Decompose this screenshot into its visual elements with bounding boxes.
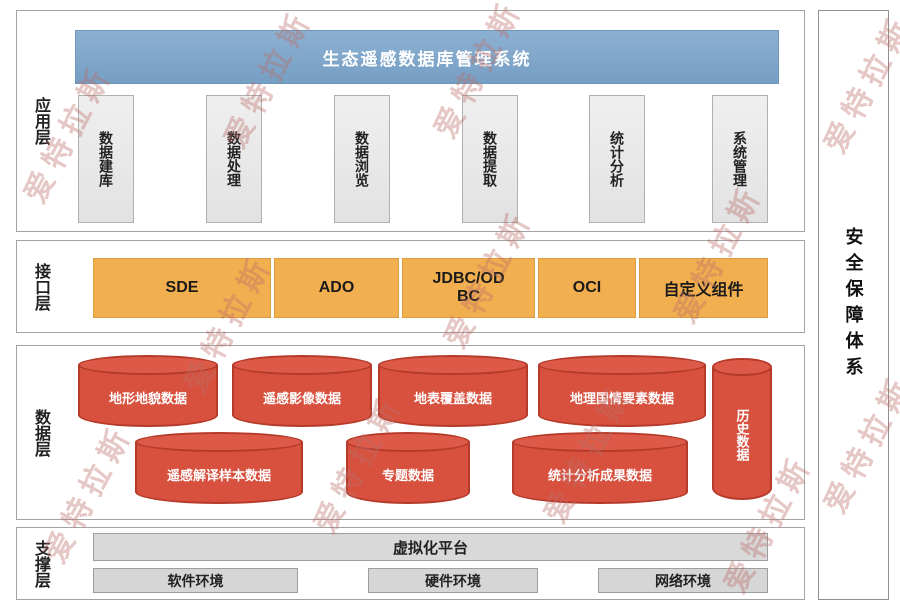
cylinder-cap [135, 432, 303, 452]
cylinder-cap [232, 355, 372, 375]
database-cylinder-statistics-results: 统计分析成果数据 [512, 432, 688, 504]
support-layer-label: 支撑层 [32, 539, 49, 588]
software-environment-box: 软件环境 [93, 568, 298, 593]
cylinder-cap [512, 432, 688, 452]
security-assurance-label: 安全保障体系 [843, 227, 864, 383]
interface-component-label: JDBC/ODBC [432, 270, 505, 305]
cylinder-label: 历史数据 [734, 409, 750, 461]
cylinder-label: 地表覆盖数据 [413, 390, 492, 406]
interface-component-jdbc-odbc: JDBC/ODBC [402, 258, 535, 318]
data-layer-label: 数据层 [32, 408, 49, 457]
hardware-environment-box: 硬件环境 [368, 568, 538, 593]
cylinder-body [78, 365, 218, 427]
interface-component-custom: 自定义组件 [639, 258, 768, 318]
cylinder-cap [538, 355, 706, 375]
cylinder-body [232, 365, 372, 427]
cylinder-body [346, 442, 470, 504]
module-data-building: 数据建库 [78, 95, 134, 223]
cylinder-cap [712, 358, 772, 376]
cylinder-body [712, 368, 772, 500]
cylinder-body [378, 365, 528, 427]
module-statistics: 统计分析 [589, 95, 645, 223]
database-cylinder-geo-elements: 地理国情要素数据 [538, 355, 706, 427]
cylinder-label: 专题数据 [381, 467, 434, 483]
network-environment-box: 网络环境 [598, 568, 768, 593]
interface-component-ado: ADO [274, 258, 399, 318]
interface-layer-label: 接口层 [32, 262, 49, 311]
cylinder-cap [378, 355, 528, 375]
interface-component-sde: SDE [93, 258, 271, 318]
module-data-processing: 数据处理 [206, 95, 262, 223]
cylinder-body [512, 442, 688, 504]
cylinder-label: 统计分析成果数据 [547, 467, 652, 483]
database-cylinder-thematic: 专题数据 [346, 432, 470, 504]
database-cylinder-imagery: 遥感影像数据 [232, 355, 372, 427]
interface-component-oci: OCI [538, 258, 636, 318]
module-system-admin: 系统管理 [712, 95, 768, 223]
cylinder-cap [346, 432, 470, 452]
cylinder-label: 遥感解译样本数据 [166, 467, 271, 483]
cylinder-body [135, 442, 303, 504]
cylinder-label: 地理国情要素数据 [569, 390, 674, 406]
interface-components-bar: SDE ADO JDBC/ODBC OCI 自定义组件 [93, 258, 768, 318]
application-layer-label: 应用层 [32, 97, 49, 145]
cylinder-label: 遥感影像数据 [262, 390, 341, 406]
cylinder-cap [78, 355, 218, 375]
module-data-extraction: 数据提取 [462, 95, 518, 223]
database-cylinder-landcover: 地表覆盖数据 [378, 355, 528, 427]
database-cylinder-samples: 遥感解译样本数据 [135, 432, 303, 504]
virtualization-platform-bar: 虚拟化平台 [93, 533, 768, 561]
system-title-banner: 生态遥感数据库管理系统 [75, 30, 779, 84]
cylinder-body [538, 365, 706, 427]
module-data-browsing: 数据浏览 [334, 95, 390, 223]
database-cylinder-terrain: 地形地貌数据 [78, 355, 218, 427]
database-cylinder-history: 历史数据 [712, 358, 772, 500]
security-assurance-bar: 安全保障体系 [818, 10, 889, 600]
cylinder-label: 地形地貌数据 [108, 390, 187, 406]
